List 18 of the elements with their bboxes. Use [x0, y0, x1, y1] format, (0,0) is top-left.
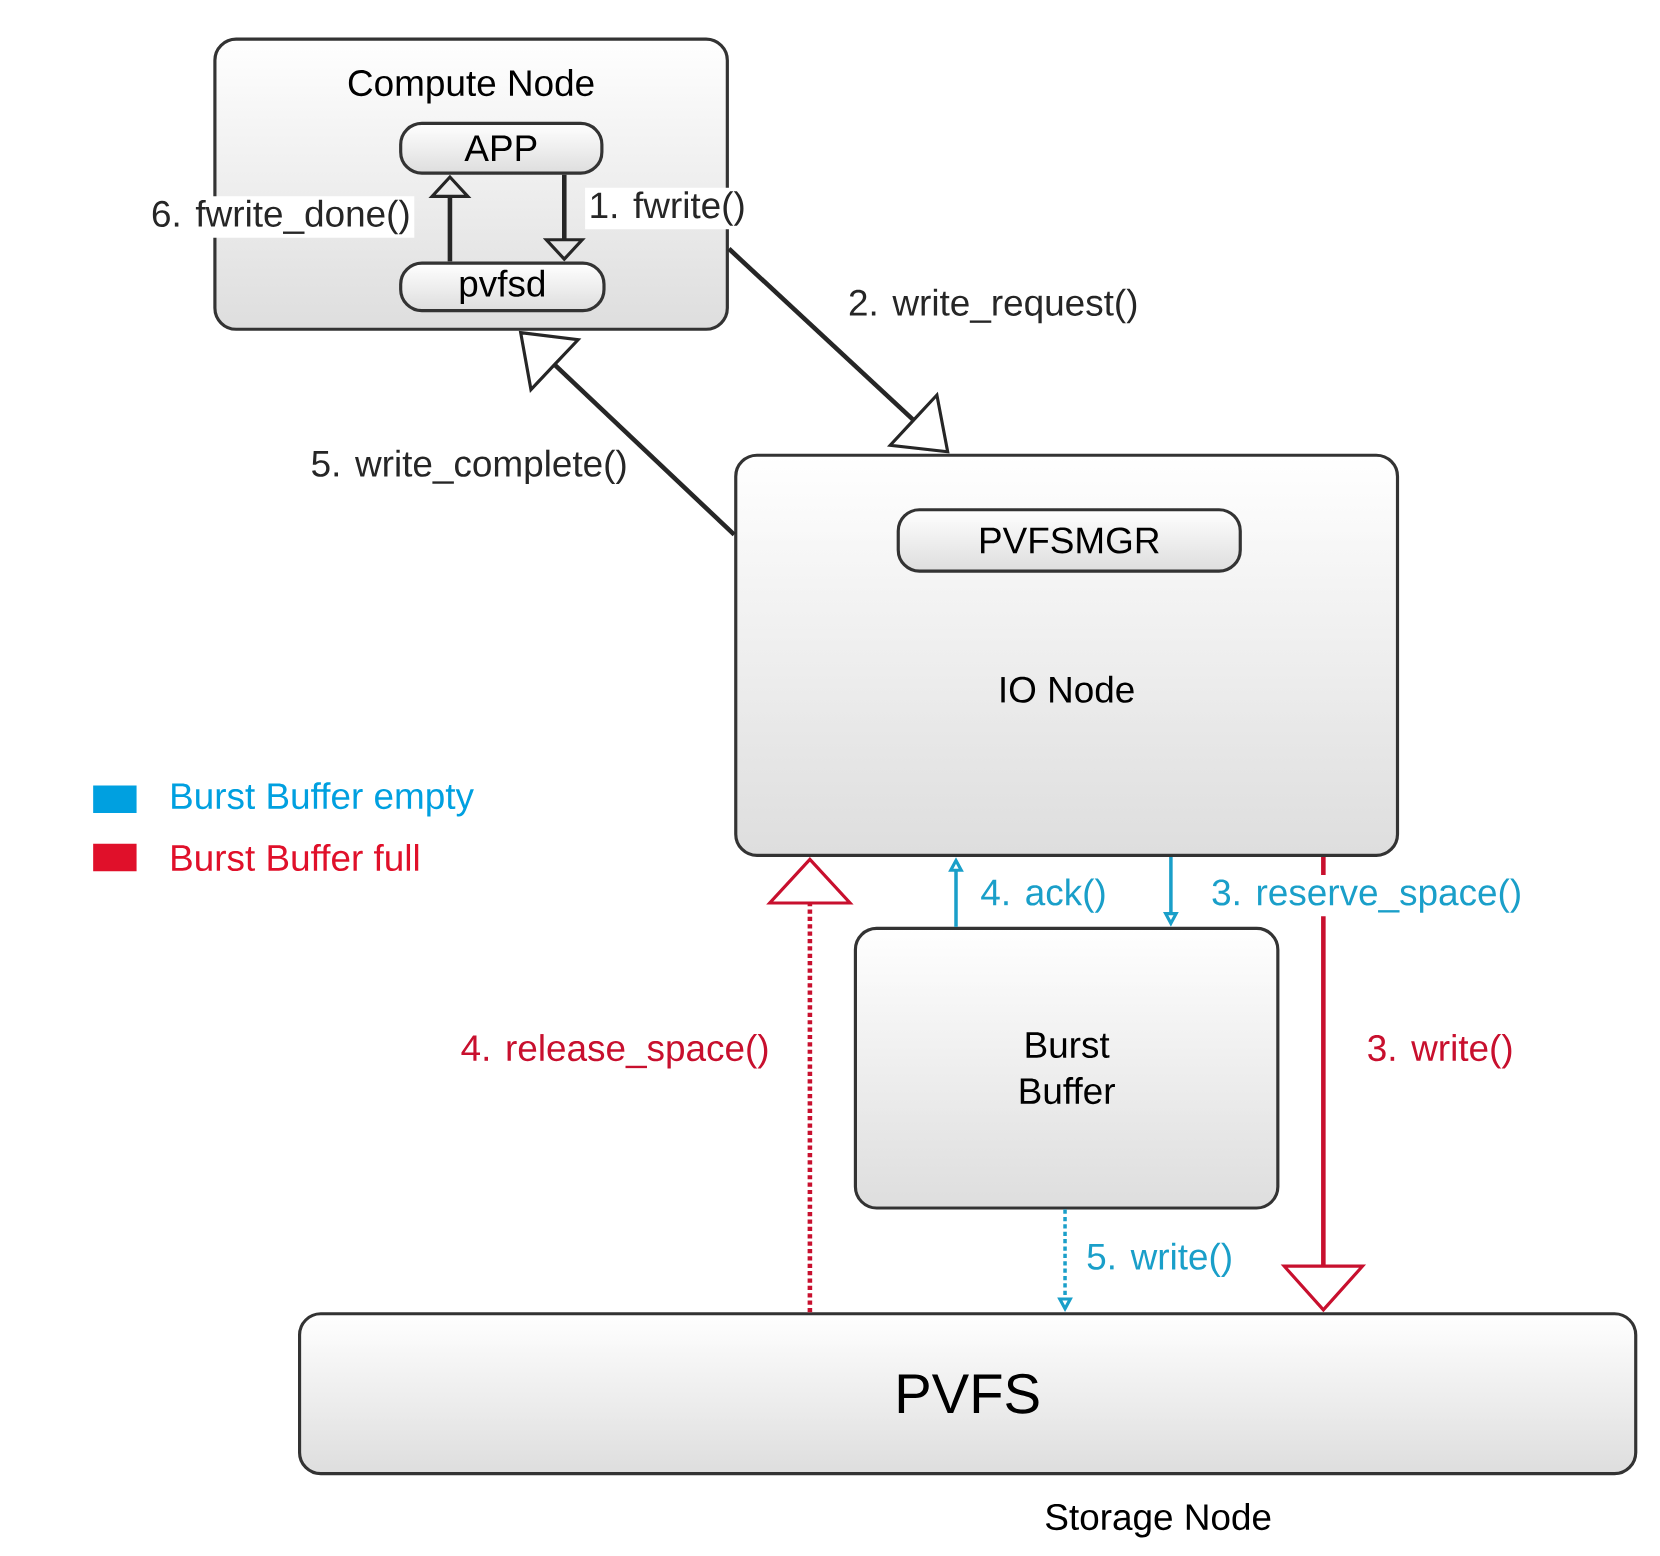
- legend-label: Burst Buffer full: [172, 843, 419, 871]
- edge-label: 4. ack(): [976, 874, 1111, 917]
- node-label: Storage Node: [1046, 1502, 1271, 1538]
- arrow: [727, 247, 950, 454]
- process-box: PVFS: [298, 1312, 1638, 1476]
- process-box: APP: [399, 121, 604, 175]
- edge-label: 6. fwrite_done(): [147, 196, 415, 238]
- edge-label: 5. write_complete(): [307, 446, 632, 488]
- edge-label: 2. write_request(): [844, 285, 1143, 327]
- process-box: pvfsd: [399, 261, 606, 313]
- edge-label: 3. write(): [1363, 1030, 1518, 1072]
- edge-label: 1. fwrite(): [585, 187, 750, 230]
- process-box: Burst Buffer: [853, 926, 1280, 1210]
- process-box: PVFSMGR: [896, 508, 1242, 573]
- legend-label: Burst Buffer empty: [172, 782, 474, 817]
- edge-label: 5. write(): [1082, 1239, 1237, 1281]
- edge-label: 3. reserve_space(): [1207, 874, 1526, 917]
- edge-label: 4. release_space(): [457, 1030, 774, 1072]
